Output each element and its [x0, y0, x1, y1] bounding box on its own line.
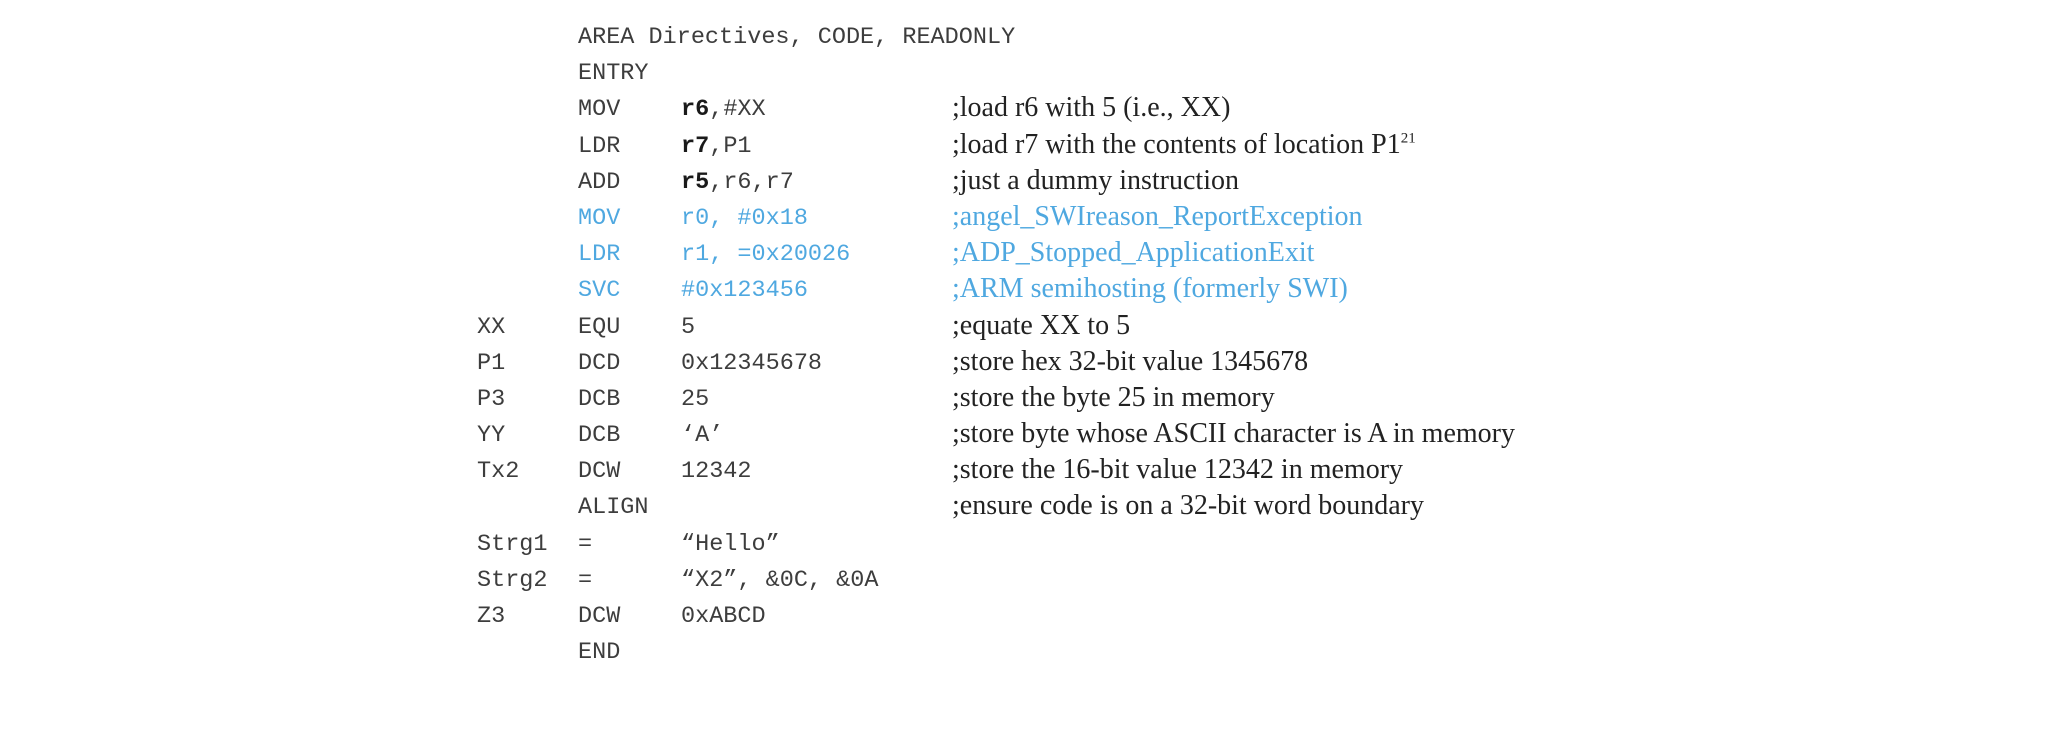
- code-operands: 0x12345678: [681, 349, 823, 377]
- code-opcode: DCD: [578, 349, 621, 377]
- code-label: Z3: [477, 603, 506, 630]
- code-label: Strg2: [477, 566, 548, 594]
- code-line-p3-dcb: P3 DCB 25 ;store the byte 25 in memory: [0, 380, 2050, 416]
- code-opcode: SVC: [578, 277, 621, 305]
- code-line-strg1: Strg1 = “Hello”: [0, 525, 2050, 561]
- code-operands: “X2”, &0C, &0A: [681, 566, 879, 594]
- code-operands: r7,P1: [681, 133, 752, 160]
- code-opcode: ENTRY: [578, 60, 649, 88]
- code-opcode: DCW: [578, 603, 621, 630]
- code-operand-rest: ,r6,r7: [709, 168, 794, 196]
- code-comment: ;just a dummy instruction: [952, 164, 1239, 196]
- code-line-end: END: [0, 633, 2050, 669]
- code-comment: ;load r6 with 5 (i.e., XX): [952, 92, 1231, 124]
- code-line-align: ALIGN ;ensure code is on a 32-bit word b…: [0, 488, 2050, 524]
- code-label: YY: [477, 422, 506, 450]
- code-comment-text: ;load r7 with the contents of location P…: [952, 128, 1401, 160]
- code-opcode: MOV: [578, 96, 621, 124]
- code-line-z3-dcw: Z3 DCW 0xABCD: [0, 597, 2050, 633]
- code-line-tx2-dcw: Tx2 DCW 12342 ;store the 16-bit value 12…: [0, 452, 2050, 488]
- code-operands: r1, =0x20026: [681, 241, 851, 269]
- code-opcode: MOV: [578, 204, 621, 232]
- footnote-marker: 21: [1400, 130, 1416, 147]
- code-line-area: AREA Directives, CODE, READONLY: [0, 18, 2050, 54]
- code-opcode: END: [578, 639, 621, 667]
- code-line-entry: ENTRY: [0, 54, 2050, 90]
- code-listing: AREA Directives, CODE, READONLY ENTRY MO…: [0, 18, 2050, 669]
- code-comment: ;angel_SWIreason_ReportException: [952, 200, 1363, 232]
- code-operands: #0x123456: [681, 277, 808, 305]
- code-opcode: ALIGN: [578, 494, 649, 522]
- code-label: Strg1: [477, 530, 548, 558]
- code-comment: ;load r7 with the contents of location P…: [952, 129, 1416, 161]
- code-label: XX: [477, 313, 506, 341]
- code-opcode: LDR: [578, 241, 621, 269]
- code-line-add-r5: ADD r5,r6,r7 ;just a dummy instruction: [0, 163, 2050, 199]
- code-line-xx-equ: XX EQU 5 ;equate XX to 5: [0, 308, 2050, 344]
- code-operand-rest: ,P1: [709, 132, 752, 160]
- code-opcode: DCB: [578, 422, 621, 450]
- code-register: r5: [681, 168, 710, 196]
- code-label: P1: [477, 349, 506, 377]
- code-register: r7: [681, 132, 710, 160]
- code-register: r6: [681, 96, 710, 124]
- code-line-p1-dcd: P1 DCD 0x12345678 ;store hex 32-bit valu…: [0, 344, 2050, 380]
- code-comment: ;store byte whose ASCII character is A i…: [952, 418, 1515, 450]
- code-opcode: =: [578, 530, 593, 558]
- code-opcode: AREA Directives, CODE, READONLY: [578, 24, 1016, 51]
- code-operands: r0, #0x18: [681, 204, 808, 232]
- code-operands: 12342: [681, 458, 752, 486]
- code-line-strg2: Strg2 = “X2”, &0C, &0A: [0, 561, 2050, 597]
- code-operands: r6,#XX: [681, 96, 766, 123]
- code-operands: 25: [681, 385, 710, 413]
- code-line-svc: SVC #0x123456 ;ARM semihosting (formerly…: [0, 271, 2050, 307]
- code-label: P3: [477, 385, 506, 413]
- code-comment: ;equate XX to 5: [952, 309, 1131, 341]
- code-operand-rest: ,#XX: [709, 96, 766, 124]
- code-operands: 5: [681, 313, 696, 341]
- code-operands: “Hello”: [681, 530, 780, 558]
- code-label: Tx2: [477, 458, 520, 486]
- code-opcode: DCB: [578, 385, 621, 413]
- code-comment: ;ARM semihosting (formerly SWI): [952, 273, 1348, 305]
- code-line-ldr-r7: LDR r7,P1 ;load r7 with the contents of …: [0, 127, 2050, 163]
- code-opcode: ADD: [578, 168, 621, 196]
- code-comment: ;store the 16-bit value 12342 in memory: [952, 454, 1404, 486]
- code-opcode: DCW: [578, 458, 621, 486]
- code-operands: ‘A’: [681, 422, 724, 450]
- code-opcode: EQU: [578, 313, 621, 341]
- code-line-mov-r0: MOV r0, #0x18 ;angel_SWIreason_ReportExc…: [0, 199, 2050, 235]
- code-opcode: =: [578, 566, 593, 594]
- code-opcode: LDR: [578, 132, 621, 160]
- code-operands: 0xABCD: [681, 603, 766, 630]
- code-line-ldr-r1: LDR r1, =0x20026 ;ADP_Stopped_Applicatio…: [0, 235, 2050, 271]
- code-comment: ;ensure code is on a 32-bit word boundar…: [952, 490, 1424, 522]
- code-comment: ;store the byte 25 in memory: [952, 381, 1275, 413]
- code-line-yy-dcb: YY DCB ‘A’ ;store byte whose ASCII chara…: [0, 416, 2050, 452]
- code-operands: r5,r6,r7: [681, 169, 794, 196]
- code-comment: ;ADP_Stopped_ApplicationExit: [952, 237, 1315, 269]
- code-comment: ;store hex 32-bit value 1345678: [952, 345, 1309, 377]
- code-line-mov-r6: MOV r6,#XX ;load r6 with 5 (i.e., XX): [0, 90, 2050, 126]
